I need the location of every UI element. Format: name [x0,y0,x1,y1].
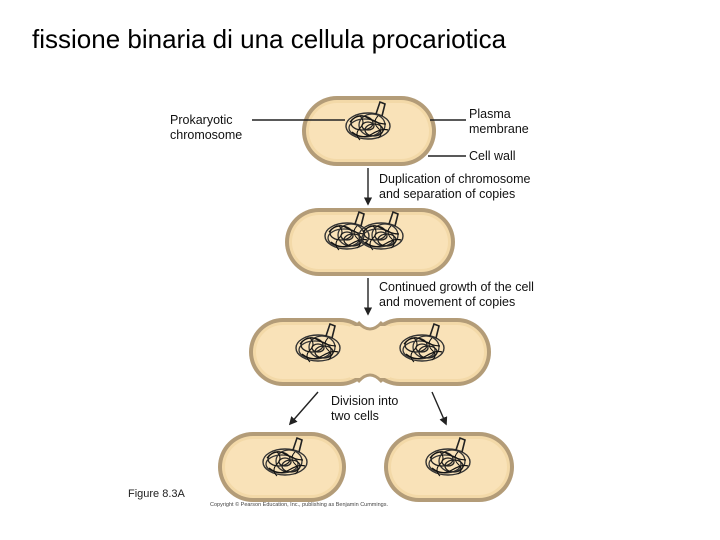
label-plasma-membrane: Plasma membrane [469,107,529,136]
page-title: fissione binaria di una cellula procario… [32,24,507,54]
cell-constricting [249,318,491,386]
copyright-notice: Copyright © Pearson Education, Inc., pub… [210,502,389,508]
label-step-duplication: Duplication of chromosome and separation… [379,172,531,201]
daughter-cell-right [384,432,514,502]
label-step-growth: Continued growth of the cell and movemen… [379,280,534,309]
label-step-division: Division into two cells [331,394,399,423]
cell-initial [302,96,436,166]
label-prokaryotic-chromosome: Prokaryotic chromosome [170,113,243,142]
label-cell-wall: Cell wall [469,149,516,163]
cell-duplicated [285,208,455,276]
arrow-right-daughter [431,391,448,426]
arrow-left-daughter [288,391,319,426]
figure-number: Figure 8.3A [128,488,185,500]
daughter-cell-left [218,432,346,502]
